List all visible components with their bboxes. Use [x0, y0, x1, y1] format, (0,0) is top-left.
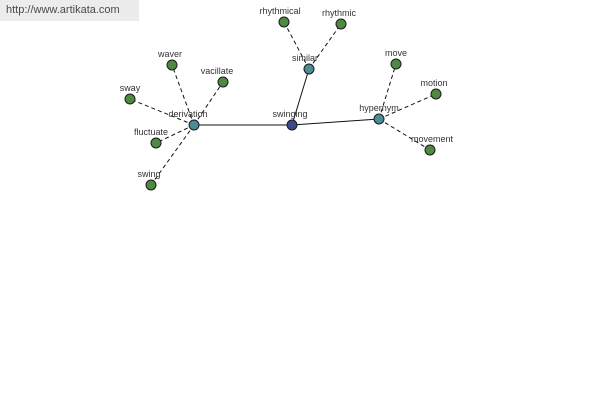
edge-similar-rhythmical	[283, 21, 310, 70]
node-label-similar: similar	[292, 53, 318, 63]
node-label-hypernym: hypernym	[359, 103, 399, 113]
node-label-movement: movement	[411, 134, 454, 144]
node-motion[interactable]	[430, 88, 442, 100]
edge-hypernym-move	[378, 63, 397, 120]
node-swinging[interactable]	[286, 119, 298, 131]
edge-hypernym-movement	[378, 118, 431, 151]
node-label-rhythmic: rhythmic	[322, 8, 357, 18]
edge-hypernym-motion	[378, 93, 437, 120]
node-label-swing: swing	[137, 169, 160, 179]
node-hypernym[interactable]	[373, 113, 385, 125]
edge-similar-rhythmic	[308, 23, 342, 70]
node-label-motion: motion	[420, 78, 447, 88]
node-label-fluctuate: fluctuate	[134, 127, 168, 137]
node-label-waver: waver	[157, 49, 182, 59]
node-movement[interactable]	[424, 144, 436, 156]
node-swing[interactable]	[145, 179, 157, 191]
site-url-link[interactable]: http://www.artikata.com	[0, 0, 139, 21]
node-label-rhythmical: rhythmical	[259, 6, 300, 16]
node-label-swinging: swinging	[272, 109, 307, 119]
node-label-derivation: derivation	[168, 109, 207, 119]
node-sway[interactable]	[124, 93, 136, 105]
node-label-move: move	[385, 48, 407, 58]
node-waver[interactable]	[166, 59, 178, 71]
edge-derivation-sway	[129, 98, 195, 126]
node-fluctuate[interactable]	[150, 137, 162, 149]
edge-derivation-waver	[171, 64, 195, 126]
graph-nodes	[124, 16, 442, 191]
node-label-vacillate: vacillate	[201, 66, 234, 76]
edge-derivation-swing	[150, 124, 195, 186]
node-similar[interactable]	[303, 63, 315, 75]
node-rhythmic[interactable]	[335, 18, 347, 30]
node-vacillate[interactable]	[217, 76, 229, 88]
graph-edges	[129, 21, 437, 186]
node-move[interactable]	[390, 58, 402, 70]
edge-derivation-vacillate	[193, 81, 224, 126]
node-rhythmical[interactable]	[278, 16, 290, 28]
node-label-sway: sway	[120, 83, 141, 93]
node-derivation[interactable]	[188, 119, 200, 131]
edge-swinging-hypernym	[291, 118, 380, 126]
edge-derivation-fluctuate	[155, 124, 195, 144]
graph-labels: waver vacillate sway fluctuate swing rhythmic…	[120, 6, 454, 179]
edge-swinging-similar	[291, 68, 310, 126]
